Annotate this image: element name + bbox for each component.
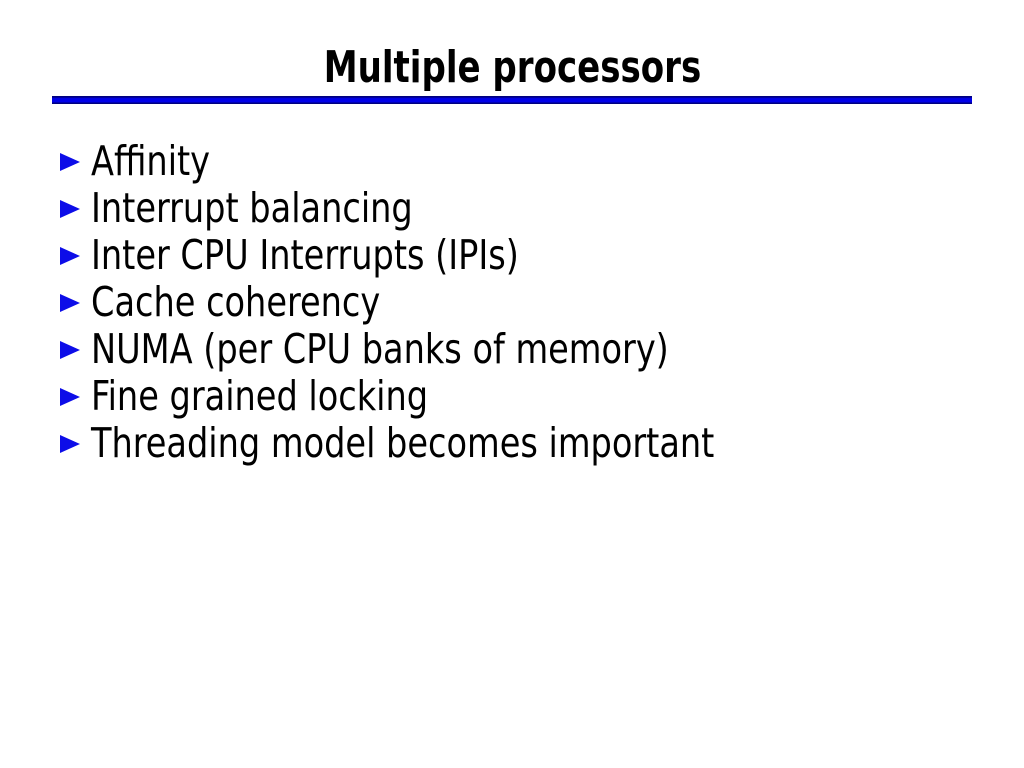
- bullet-text: Threading model becomes important: [91, 419, 715, 467]
- bullet-text: Inter CPU Interrupts (IPIs): [91, 231, 519, 279]
- list-item: Fine grained locking: [60, 373, 1000, 420]
- page-title-text: Multiple processors: [323, 42, 701, 93]
- bullet-text: Affinity: [91, 137, 211, 185]
- triangle-bullet-icon: [60, 340, 80, 359]
- page-title: Multiple processors: [0, 42, 1024, 93]
- list-item: Affinity: [60, 138, 1000, 185]
- bullet-text: NUMA (per CPU banks of memory): [91, 325, 669, 373]
- triangle-bullet-icon: [60, 293, 80, 312]
- list-item: Interrupt balancing: [60, 185, 1000, 232]
- bullet-list: Affinity Interrupt balancing Inter CPU I…: [60, 138, 1000, 467]
- list-item: Cache coherency: [60, 279, 1000, 326]
- triangle-bullet-icon: [60, 246, 80, 265]
- triangle-bullet-icon: [60, 434, 80, 453]
- bullet-text: Interrupt balancing: [91, 184, 413, 232]
- list-item: NUMA (per CPU banks of memory): [60, 326, 1000, 373]
- bullet-text: Cache coherency: [91, 278, 381, 326]
- triangle-bullet-icon: [60, 199, 80, 218]
- title-underline: [52, 96, 972, 104]
- bullet-text: Fine grained locking: [91, 372, 429, 420]
- triangle-bullet-icon: [60, 152, 80, 171]
- list-item: Threading model becomes important: [60, 420, 1000, 467]
- list-item: Inter CPU Interrupts (IPIs): [60, 232, 1000, 279]
- triangle-bullet-icon: [60, 387, 80, 406]
